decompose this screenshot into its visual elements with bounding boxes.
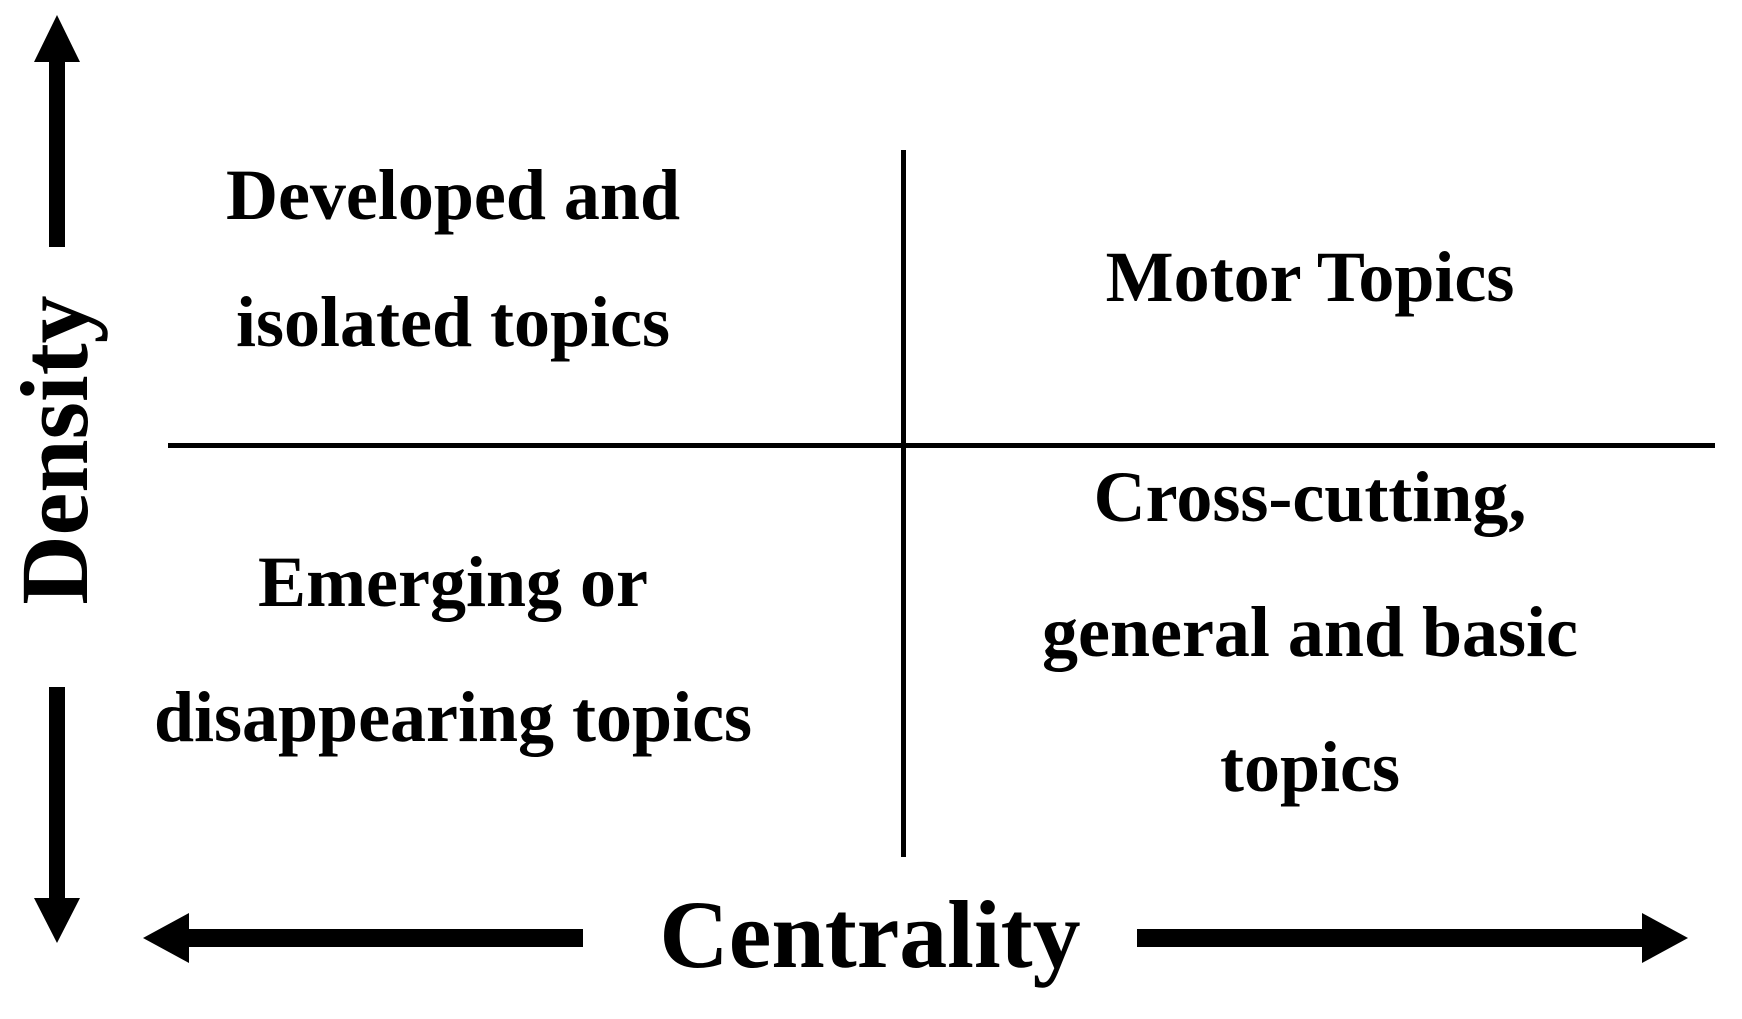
up-arrowhead-icon <box>34 15 80 62</box>
quadrant-bottom-left-label-line2: disappearing topics <box>153 677 753 757</box>
density-axis-down-arrow-icon <box>34 687 80 943</box>
quadrant-bottom-right-label-line3: topics <box>1220 727 1400 807</box>
down-arrowhead-icon <box>34 898 80 943</box>
left-arrowhead-icon <box>143 913 189 963</box>
down-arrow-shaft <box>49 687 65 899</box>
centrality-axis-right-arrow-icon <box>1137 913 1688 963</box>
quadrant-divider-horizontal <box>168 443 1715 448</box>
quadrant-bottom-left-label-line1: Emerging or <box>258 542 648 622</box>
quadrant-bottom-right-label-line2: general and basic <box>1041 592 1579 672</box>
quadrant-top-left-label-line2: isolated topics <box>235 282 671 362</box>
right-arrow-shaft <box>1137 929 1642 947</box>
right-arrowhead-icon <box>1642 913 1688 963</box>
y-axis-label: Density <box>1 295 108 605</box>
left-arrow-shaft <box>187 929 583 947</box>
quadrant-top-right-label-line1: Motor Topics <box>1105 237 1515 317</box>
quadrant-bottom-right-label-line1: Cross-cutting, <box>1093 457 1527 537</box>
centrality-axis-left-arrow-icon <box>143 913 583 963</box>
x-axis-label: Centrality <box>659 881 1081 988</box>
density-axis-up-arrow-icon <box>34 15 80 247</box>
quadrant-divider-vertical <box>901 150 906 857</box>
up-arrow-shaft <box>49 61 65 247</box>
quadrant-top-left-label-line1: Developed and <box>225 155 681 235</box>
